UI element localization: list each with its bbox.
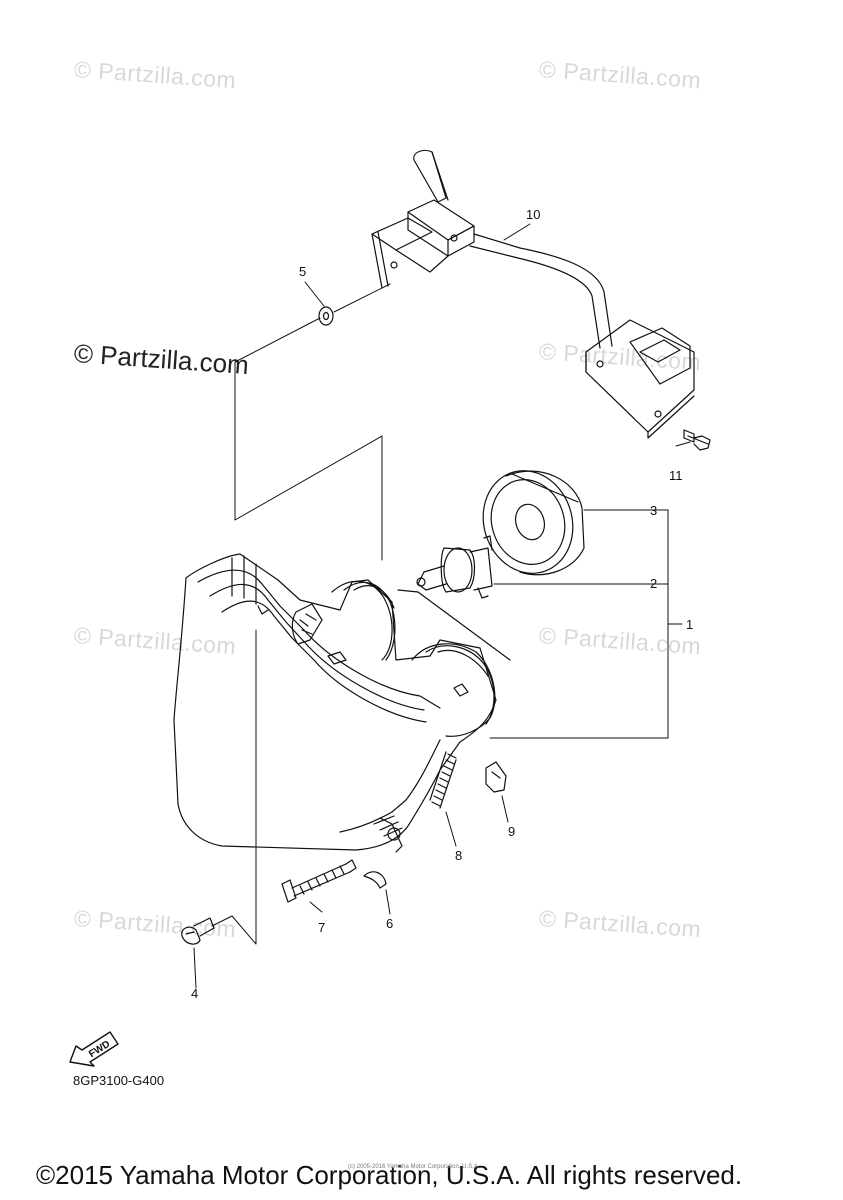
bulb-cover-part-3 (482, 470, 585, 576)
fwd-arrow-icon: FWD (69, 1031, 119, 1067)
headlight-assembly-part-1 (173, 553, 511, 853)
grommet-part-5 (318, 306, 334, 326)
bolt-part-11 (683, 429, 711, 451)
callout-5: 5 (299, 264, 307, 279)
callout-6: 6 (386, 916, 394, 931)
copyright-small-print: (c) 2005-2016 Yamaha Motor Corporation, … (348, 1164, 480, 1170)
copyright-notice: ©2015 Yamaha Motor Corporation, U.S.A. A… (36, 1160, 743, 1190)
headlight-stay-bracket (371, 149, 695, 439)
bulb-part-2 (416, 535, 493, 599)
spring-part-8 (429, 751, 457, 809)
callout-10: 10 (526, 207, 541, 222)
callout-4: 4 (191, 986, 199, 1001)
part-code: 8GP3100-G400 (73, 1073, 165, 1088)
screw-part-4 (181, 917, 215, 945)
clip-part-6 (363, 871, 387, 889)
callout-1: 1 (686, 617, 694, 632)
adjusting-bolt-part-7 (281, 859, 357, 903)
callout-7: 7 (318, 920, 326, 935)
callout-8: 8 (455, 848, 463, 863)
callout-9: 9 (508, 824, 516, 839)
callout-11: 11 (669, 468, 683, 483)
callout-2: 2 (650, 576, 658, 591)
leader-lines (193, 223, 691, 989)
nut-part-9 (485, 761, 507, 793)
callout-3: 3 (650, 503, 658, 518)
